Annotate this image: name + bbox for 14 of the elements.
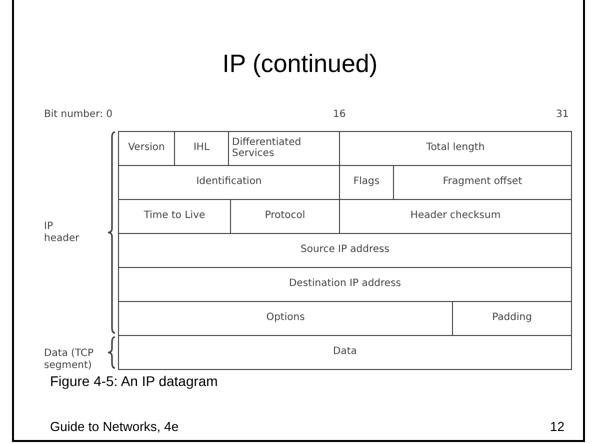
bit-number-label: 16 [333, 109, 346, 120]
figure-caption: Figure 4-5: An IP datagram [50, 373, 218, 389]
bit-number-label: Bit number: 0 [44, 109, 113, 120]
section-label: IP header [44, 221, 80, 244]
field-cell: Version [118, 131, 175, 166]
section-label: Data (TCP segment) [44, 348, 94, 371]
field-cell: Destination IP address [118, 267, 572, 302]
bit-number-label: 31 [556, 109, 569, 120]
field-cell: Source IP address [118, 233, 572, 268]
slide-title: IP (continued) [221, 50, 379, 79]
data-cell: Data [118, 335, 572, 370]
field-cell: Total length [339, 131, 572, 166]
footer-text: Guide to Networks, 4e [50, 420, 179, 435]
page-number: 12 [550, 420, 564, 435]
